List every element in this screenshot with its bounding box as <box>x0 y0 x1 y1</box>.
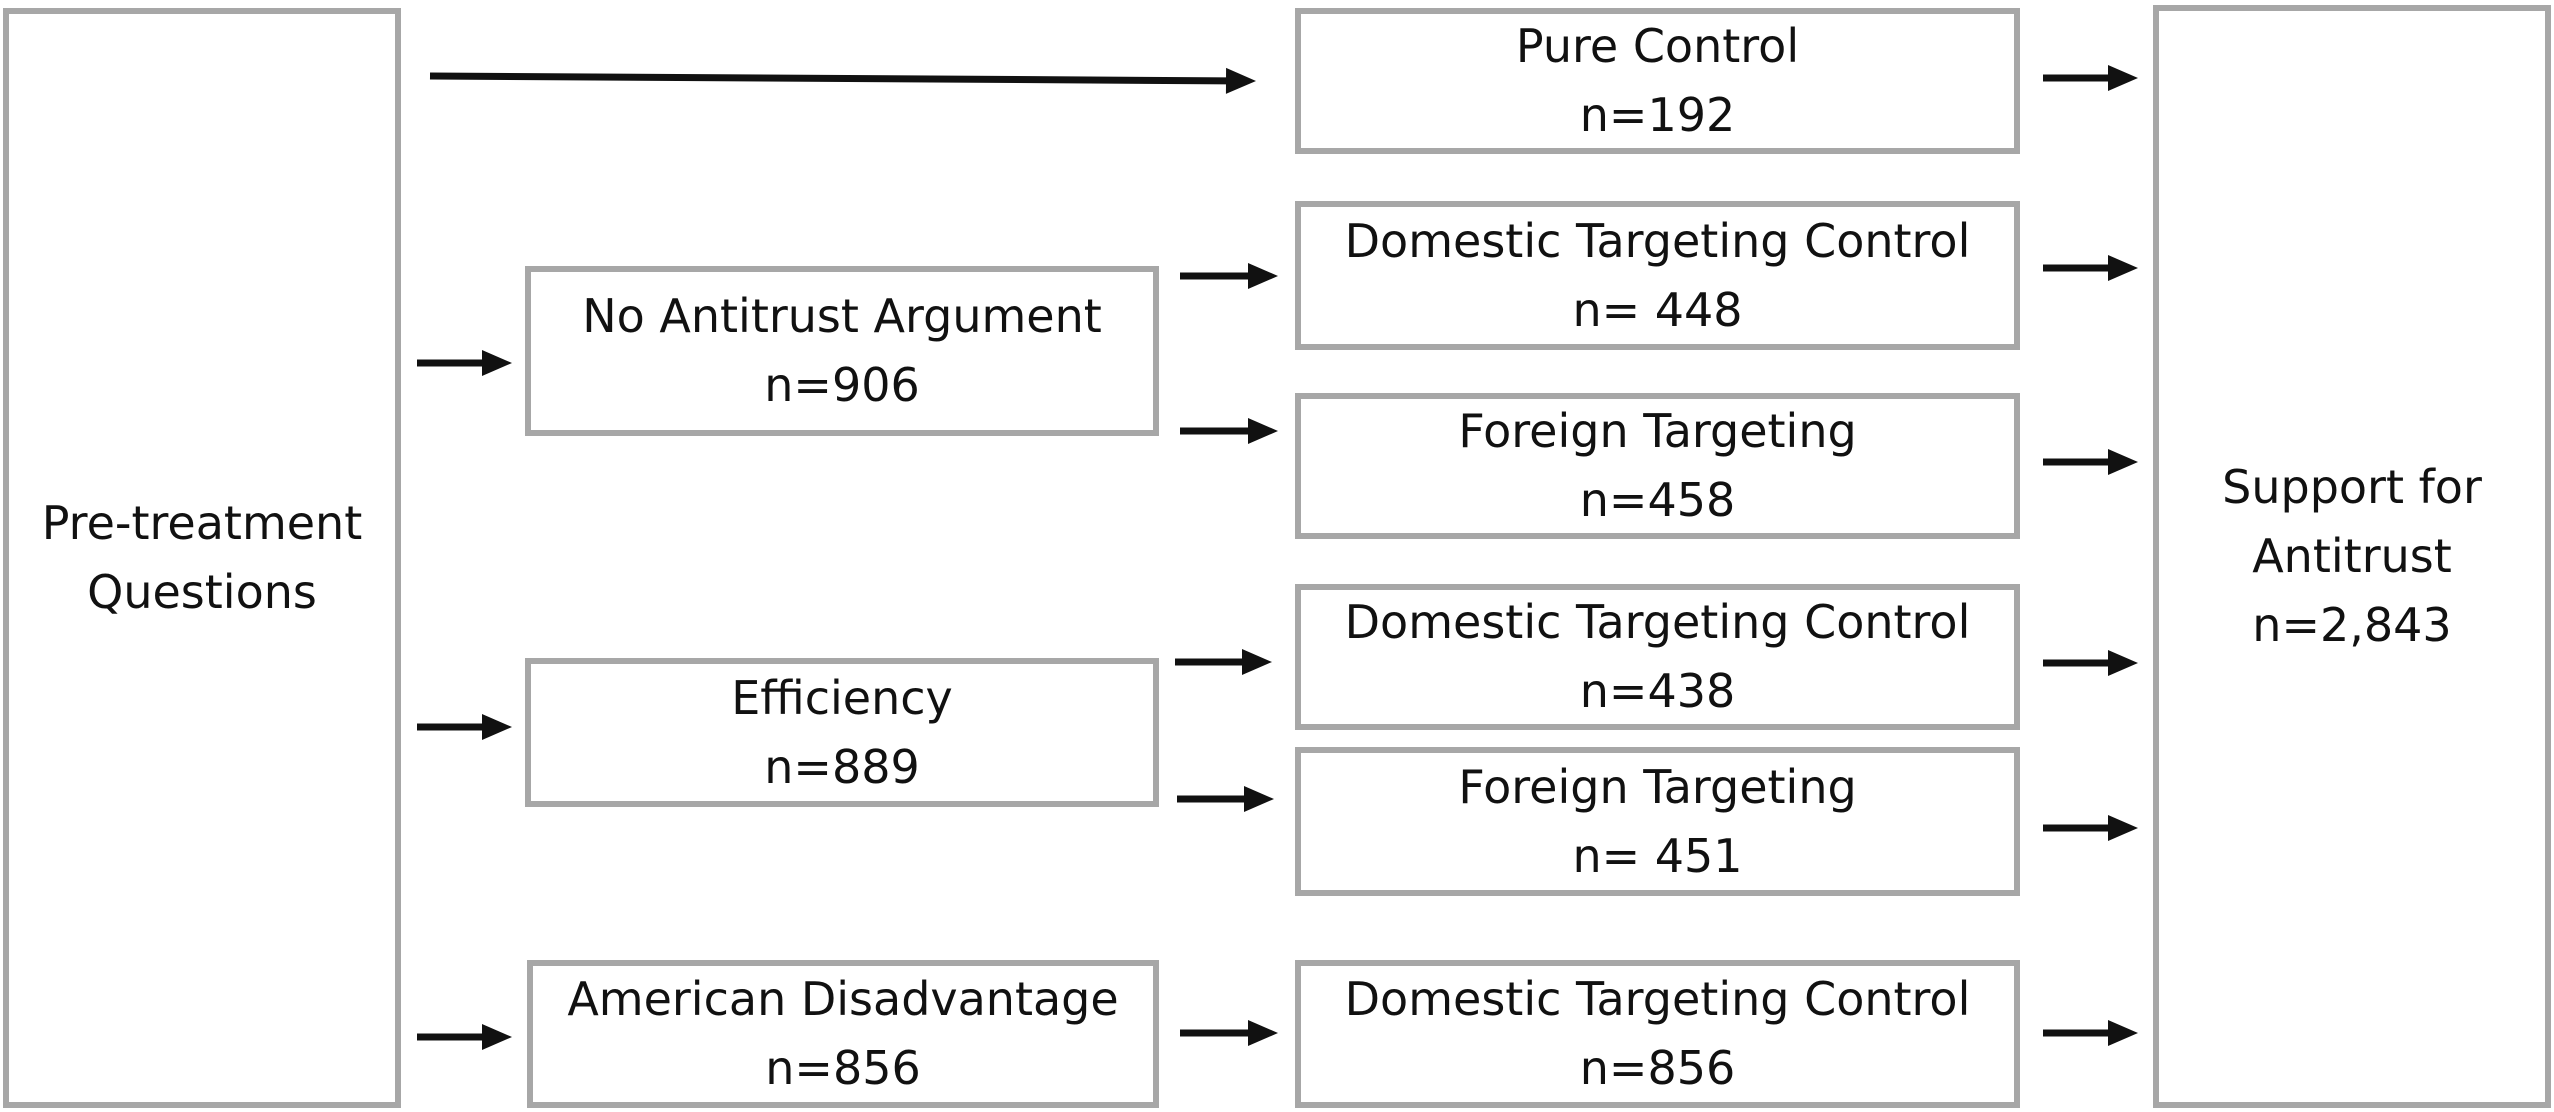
condition-box-domestic-3: Domestic Targeting Control n=856 <box>1295 960 2020 1108</box>
condition-label: Domestic Targeting Control <box>1344 213 1971 268</box>
condition-label: Foreign Targeting <box>1458 404 1857 458</box>
condition-box-foreign-2: Foreign Targeting n= 451 <box>1295 747 2020 896</box>
pre-treatment-label-line1: Pre-treatment <box>41 496 363 550</box>
arrow-pre-to-no-antitrust <box>417 350 512 376</box>
arrow-eff-to-foreign-2 <box>1177 786 1274 812</box>
arrow-domestic-1-to-outcome <box>2043 255 2138 281</box>
arrow-amdis-to-domestic-3 <box>1180 1020 1278 1046</box>
outcome-label-line2: Antitrust <box>2252 529 2452 583</box>
argument-count: n=906 <box>764 358 920 412</box>
condition-label: Pure Control <box>1515 19 1800 73</box>
arrow-foreign-1-to-outcome <box>2043 449 2138 475</box>
condition-label: Foreign Targeting <box>1458 759 1857 814</box>
arrow-pre-to-efficiency <box>417 714 512 740</box>
arrow-eff-to-domestic-2 <box>1175 649 1272 675</box>
argument-label: No Antitrust Argument <box>582 289 1102 343</box>
condition-label: Domestic Targeting Control <box>1344 595 1971 649</box>
argument-label: American Disadvantage <box>567 972 1119 1026</box>
outcome-box: Support for Antitrust n=2,843 <box>2153 5 2551 1108</box>
outcome-label-line1: Support for <box>2222 460 2482 514</box>
condition-box-foreign-1: Foreign Targeting n=458 <box>1295 393 2020 539</box>
condition-count: n=192 <box>1579 88 1736 142</box>
arrow-noarg-to-foreign-1 <box>1180 418 1278 444</box>
condition-box-pure-control: Pure Control n=192 <box>1295 8 2020 154</box>
condition-label: Domestic Targeting Control <box>1344 972 1971 1026</box>
arrow-domestic-2-to-outcome <box>2043 650 2138 676</box>
arrow-pre-to-pure-control <box>429 67 1256 94</box>
pre-treatment-label-line2: Questions <box>87 565 317 619</box>
arrow-noarg-to-domestic-1 <box>1180 263 1278 289</box>
arrow-foreign-2-to-outcome <box>2043 815 2138 841</box>
argument-box-efficiency: Efficiency n=889 <box>525 658 1159 807</box>
condition-count: n= 448 <box>1572 282 1743 337</box>
argument-count: n=856 <box>765 1041 921 1095</box>
condition-count: n=458 <box>1579 473 1736 527</box>
argument-box-no-antitrust: No Antitrust Argument n=906 <box>525 266 1159 436</box>
condition-count: n= 451 <box>1572 828 1743 883</box>
condition-box-domestic-1: Domestic Targeting Control n= 448 <box>1295 201 2020 350</box>
outcome-count: n=2,843 <box>2252 598 2452 652</box>
pre-treatment-box: Pre-treatment Questions <box>3 8 401 1108</box>
condition-count: n=856 <box>1579 1041 1736 1095</box>
argument-label: Efficiency <box>731 670 953 725</box>
argument-count: n=889 <box>764 739 920 794</box>
argument-box-american-disadvantage: American Disadvantage n=856 <box>527 960 1159 1108</box>
arrow-domestic-3-to-outcome <box>2043 1020 2138 1046</box>
arrow-pure-to-outcome <box>2043 65 2138 91</box>
arrow-pre-to-american-disadv <box>417 1024 512 1050</box>
condition-box-domestic-2: Domestic Targeting Control n=438 <box>1295 584 2020 730</box>
condition-count: n=438 <box>1579 664 1736 718</box>
